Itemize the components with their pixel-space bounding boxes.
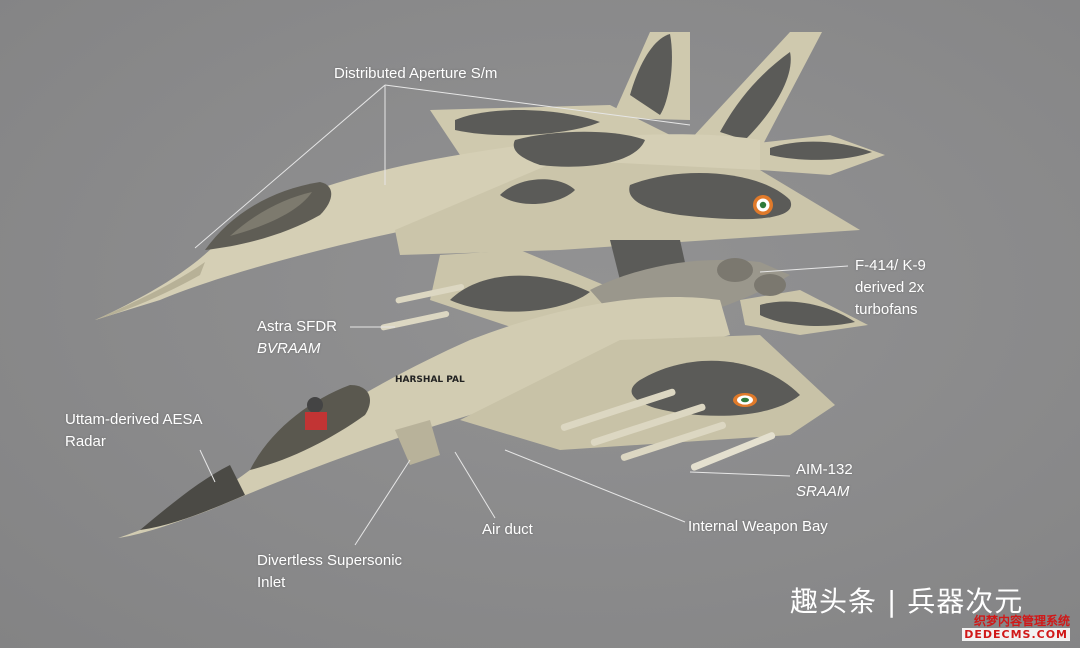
label-aim132: AIM-132 SRAAM	[796, 459, 853, 503]
pilot-suit	[305, 412, 327, 430]
camo-patch	[455, 110, 600, 136]
pilot-helmet	[307, 397, 323, 413]
watermark-sub2: DEDECMS.COM	[962, 628, 1070, 641]
label-radar-line1: Uttam-derived AESA	[65, 411, 203, 428]
label-aim132-line1: AIM-132	[796, 461, 853, 478]
label-dsi-line1: Divertless Supersonic	[257, 552, 403, 569]
camo-patch	[450, 275, 590, 312]
camo-patch	[631, 360, 800, 416]
lower-fuselage	[118, 296, 730, 538]
canopy-glint	[230, 192, 312, 236]
engine-nozzle	[717, 258, 753, 282]
label-radar: Uttam-derived AESA Radar	[65, 409, 203, 453]
camo-patch	[500, 179, 575, 205]
watermark-sub1: 织梦内容管理系统	[973, 614, 1070, 628]
engine-nozzle	[754, 274, 786, 296]
camo-patch	[513, 131, 645, 167]
label-engine-line1: F-414/ K-9	[855, 257, 926, 274]
upper-aircraft	[95, 32, 885, 320]
label-weapon-bay: Internal Weapon Bay	[688, 518, 828, 535]
label-radar-line2: Radar	[65, 433, 106, 450]
camo-patch	[629, 173, 792, 220]
lower-aircraft	[118, 240, 868, 538]
label-astra-line2: BVRAAM	[257, 340, 321, 357]
label-astra: Astra SFDR BVRAAM	[257, 316, 337, 360]
label-engine: F-414/ K-9 derived 2x turbofans	[855, 255, 926, 321]
watermark-main: 趣头条 | 兵器次元	[790, 585, 1024, 618]
lower-roundel	[733, 393, 757, 407]
label-astra-line1: Astra SFDR	[257, 318, 338, 335]
label-engine-line2: derived 2x	[855, 279, 925, 296]
label-air-duct: Air duct	[482, 521, 533, 538]
label-distributed-aperture: Distributed Aperture S/m	[334, 65, 498, 82]
label-dsi: Divertless Supersonic Inlet	[257, 550, 402, 594]
intake	[395, 420, 440, 465]
label-engine-line3: turbofans	[855, 301, 918, 318]
missile-rack	[380, 284, 776, 471]
leader-lines	[194, 84, 849, 546]
camo-patch	[770, 141, 872, 160]
label-aim132-line2: SRAAM	[796, 483, 850, 500]
upper-roundel	[753, 195, 773, 215]
camo-patch	[760, 301, 855, 326]
label-dsi-line2: Inlet	[257, 574, 286, 591]
artist-credit: HARSHAL PAL	[395, 375, 465, 385]
radar-cutaway	[140, 465, 245, 530]
camo-patch	[630, 34, 672, 115]
camo-patch	[720, 52, 791, 140]
